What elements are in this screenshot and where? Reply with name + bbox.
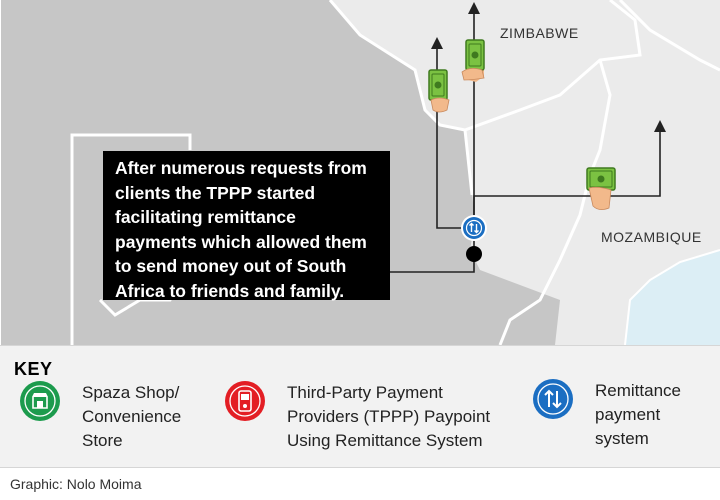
arrowhead-icon: [468, 2, 480, 14]
origin-point: [466, 246, 482, 262]
callout-line: payments which allowed them: [115, 231, 367, 252]
arrowhead-icon: [654, 120, 666, 132]
money-hand-icon: [461, 39, 485, 82]
country-label-zimbabwe: ZIMBABWE: [500, 25, 579, 41]
key-item-tppp-paypoint: Third-Party Payment Providers (TPPP) Pay…: [225, 381, 490, 453]
payment-terminal-icon: [225, 381, 265, 421]
callout-line: facilitating remittance: [115, 207, 296, 227]
key-item-spaza-shop: Spaza Shop/ Convenience Store: [20, 381, 181, 453]
map-key: KEY Spaza Shop/ Convenience Store: [0, 345, 720, 468]
money-hand-icon: [586, 167, 616, 210]
store-icon: [20, 381, 60, 421]
callout-box: After numerous requests from clients the…: [103, 151, 390, 301]
transfer-arrows-icon: [469, 222, 479, 234]
callout-line: clients the TPPP started: [115, 182, 316, 203]
callout-line: to send money out of South: [115, 256, 347, 276]
route-east: [473, 130, 661, 228]
country-border: [70, 133, 192, 345]
callout-line: Africa to friends and family.: [115, 280, 345, 301]
key-item-label: Remittance payment system: [595, 381, 681, 448]
key-item-label: Spaza Shop/ Convenience Store: [82, 383, 182, 450]
route-arrowheads: [431, 2, 666, 132]
callout-line: After numerous requests from: [115, 158, 367, 178]
key-item-label: Third-Party Payment Providers (TPPP) Pay…: [287, 383, 491, 450]
money-hand-icon: [428, 69, 450, 113]
key-item-remittance-system: Remittance payment system: [533, 379, 681, 451]
arrowhead-icon: [431, 37, 443, 49]
graphic-credit: Graphic: Nolo Moima: [10, 476, 142, 492]
coastline: [624, 249, 720, 345]
country-border: [618, 0, 720, 72]
country-border: [498, 59, 612, 345]
key-title: KEY: [14, 359, 53, 379]
transfer-arrows-icon: [533, 379, 573, 419]
remittance-system-node: [461, 215, 487, 241]
country-label-mozambique: MOZAMBIQUE: [601, 229, 702, 245]
sea-area: [625, 250, 720, 345]
